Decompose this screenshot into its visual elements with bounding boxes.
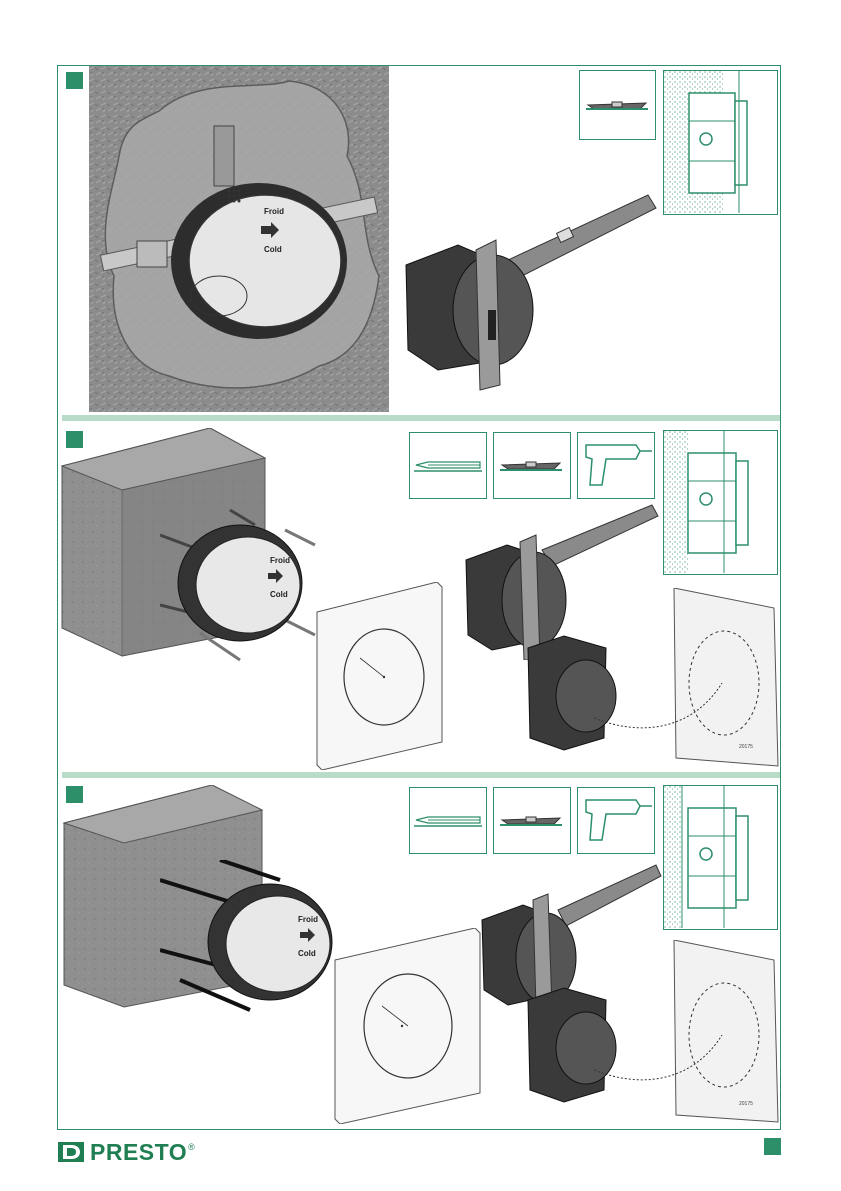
wall-section-diagram [663, 70, 778, 215]
section-separator-2 [62, 772, 780, 778]
section-separator-1 [62, 415, 780, 421]
drill-tool-box [577, 787, 655, 854]
pencil-tool-box [409, 787, 487, 854]
pencil-icon [410, 433, 485, 497]
level-tool-box [493, 432, 571, 499]
level-tool-box [579, 70, 656, 140]
cold-label: Cold [264, 245, 282, 254]
level-tool-box [493, 787, 571, 854]
template-mark: 20175 [739, 1101, 753, 1107]
brand-logo: PRESTO ® [58, 1137, 258, 1167]
drill-icon [578, 433, 653, 497]
level-icon [580, 71, 654, 138]
mounting-box: Froid Cold [160, 860, 335, 1025]
marking-template: 20175 [524, 940, 780, 1125]
wall-photo: Froid Cold [89, 66, 389, 412]
page-marker [764, 1138, 781, 1155]
brand-name: PRESTO [90, 1139, 187, 1166]
wall-section-diagram [663, 430, 778, 575]
level-icon [494, 433, 569, 497]
hot-label: Froid [264, 207, 284, 216]
wall-section-diagram [663, 785, 778, 930]
hot-label: Froid [298, 915, 318, 924]
mounting-box: Froid Cold [160, 505, 320, 665]
template-plate [312, 582, 444, 770]
level-icon [494, 788, 569, 852]
registered-mark: ® [188, 1142, 195, 1152]
cold-label: Cold [298, 949, 316, 958]
marking-template: 20175 [524, 588, 780, 768]
mounting-box-with-level [398, 190, 658, 400]
template-plate [330, 928, 482, 1124]
presto-logo-icon [58, 1140, 84, 1164]
drill-icon [578, 788, 653, 852]
drill-tool-box [577, 432, 655, 499]
cold-label: Cold [270, 590, 288, 599]
pencil-tool-box [409, 432, 487, 499]
pencil-icon [410, 788, 485, 852]
step-1-marker [66, 72, 83, 89]
template-mark: 20175 [739, 744, 753, 750]
hot-label: Froid [270, 556, 290, 565]
